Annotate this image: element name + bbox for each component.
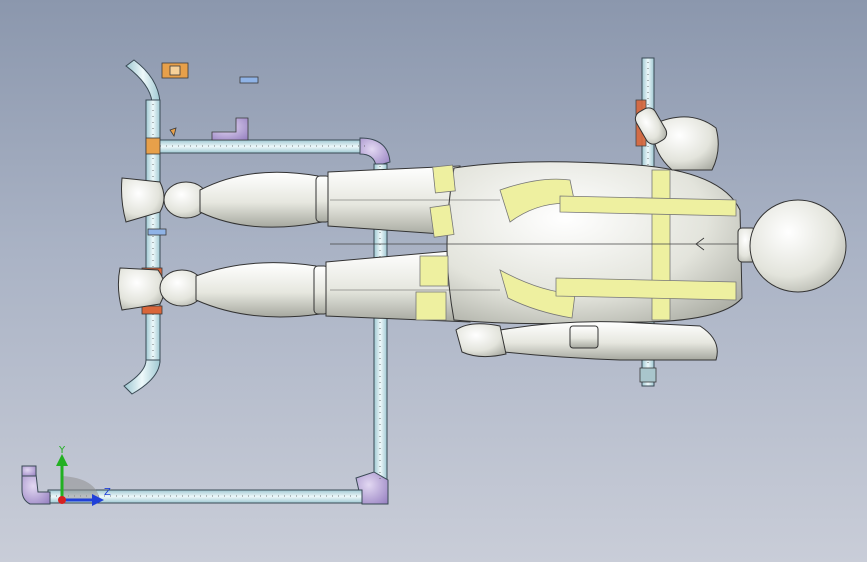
axis-z-label: Z: [104, 487, 111, 498]
foot-lower: [117, 267, 165, 311]
shin-upper: [199, 171, 323, 228]
pipe-elbow-bottom-left: [21, 473, 51, 505]
axis-y-arrow: [56, 454, 68, 466]
pipe-left-upper-bend: [125, 59, 161, 103]
arm-upper: [652, 116, 719, 171]
shin-lower: [195, 262, 321, 318]
pipe-elbow-top-right: [359, 137, 391, 167]
triad-plane-shade: [62, 476, 100, 500]
pipe-left-lower-bend: [123, 359, 161, 395]
axis-origin: [58, 496, 66, 504]
hand-lower: [455, 323, 507, 358]
clamp-left-orange: [145, 137, 161, 155]
clamp-right-bottom: [639, 367, 657, 383]
clamp-small-blue-top: [239, 76, 259, 84]
arm-lower: [499, 321, 718, 361]
foot-upper: [121, 177, 165, 223]
head: [749, 199, 847, 293]
axis-z-arrow: [92, 494, 104, 506]
pipe-top-horizontal: [157, 139, 369, 154]
clamp-left-blue: [147, 228, 167, 236]
axis-y-label: Y: [58, 445, 66, 456]
clamp-left-red-b: [141, 305, 163, 315]
harness-straps: [415, 164, 737, 321]
manikin-model[interactable]: [117, 105, 847, 361]
coordinate-triad: Y Z: [56, 445, 111, 506]
pipe-stub-bottom-left: [21, 465, 37, 477]
elbow-small-top: [211, 117, 249, 141]
